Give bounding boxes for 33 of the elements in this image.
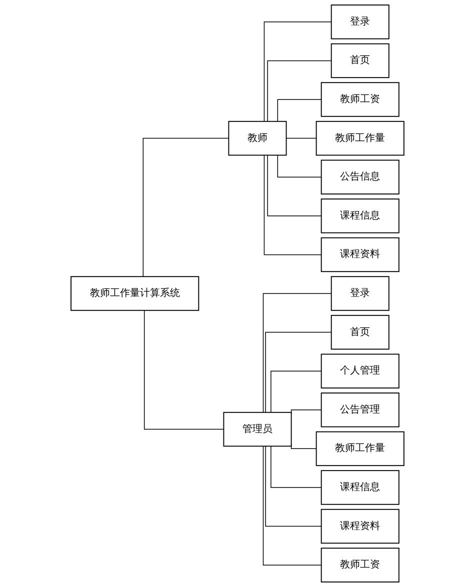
node-box: 公告管理 (320, 392, 399, 428)
node-box: 管理员 (222, 412, 292, 447)
node-box: 教师工作量计算系统 (70, 276, 199, 311)
node-box: 首页 (330, 43, 389, 78)
node-box: 教师工资 (320, 548, 399, 582)
node-box: 课程资料 (320, 237, 399, 272)
connector (262, 293, 332, 413)
node-box: 教师工作量 (315, 120, 404, 156)
node-box: 课程信息 (320, 198, 399, 234)
connector (262, 446, 322, 566)
node-box: 公告信息 (320, 160, 399, 194)
node-box: 教师 (228, 120, 286, 156)
connector (263, 154, 322, 256)
connector (270, 446, 322, 488)
connector (266, 60, 332, 122)
connector (263, 22, 332, 122)
connector (264, 446, 322, 527)
node-box: 登录 (330, 276, 389, 311)
node-box: 课程资料 (320, 508, 399, 544)
connector (276, 154, 322, 178)
connector (266, 154, 322, 216)
connector (276, 99, 322, 122)
connector (264, 332, 332, 413)
node-box: 个人管理 (320, 354, 399, 388)
node-box: 课程信息 (320, 470, 399, 505)
connector (270, 370, 322, 413)
connector (144, 310, 224, 430)
connector (142, 138, 229, 277)
node-box: 教师工资 (320, 82, 399, 117)
connector (285, 138, 316, 139)
node-box: 登录 (330, 4, 389, 40)
node-box: 教师工作量 (315, 431, 404, 466)
node-box: 首页 (330, 314, 389, 350)
